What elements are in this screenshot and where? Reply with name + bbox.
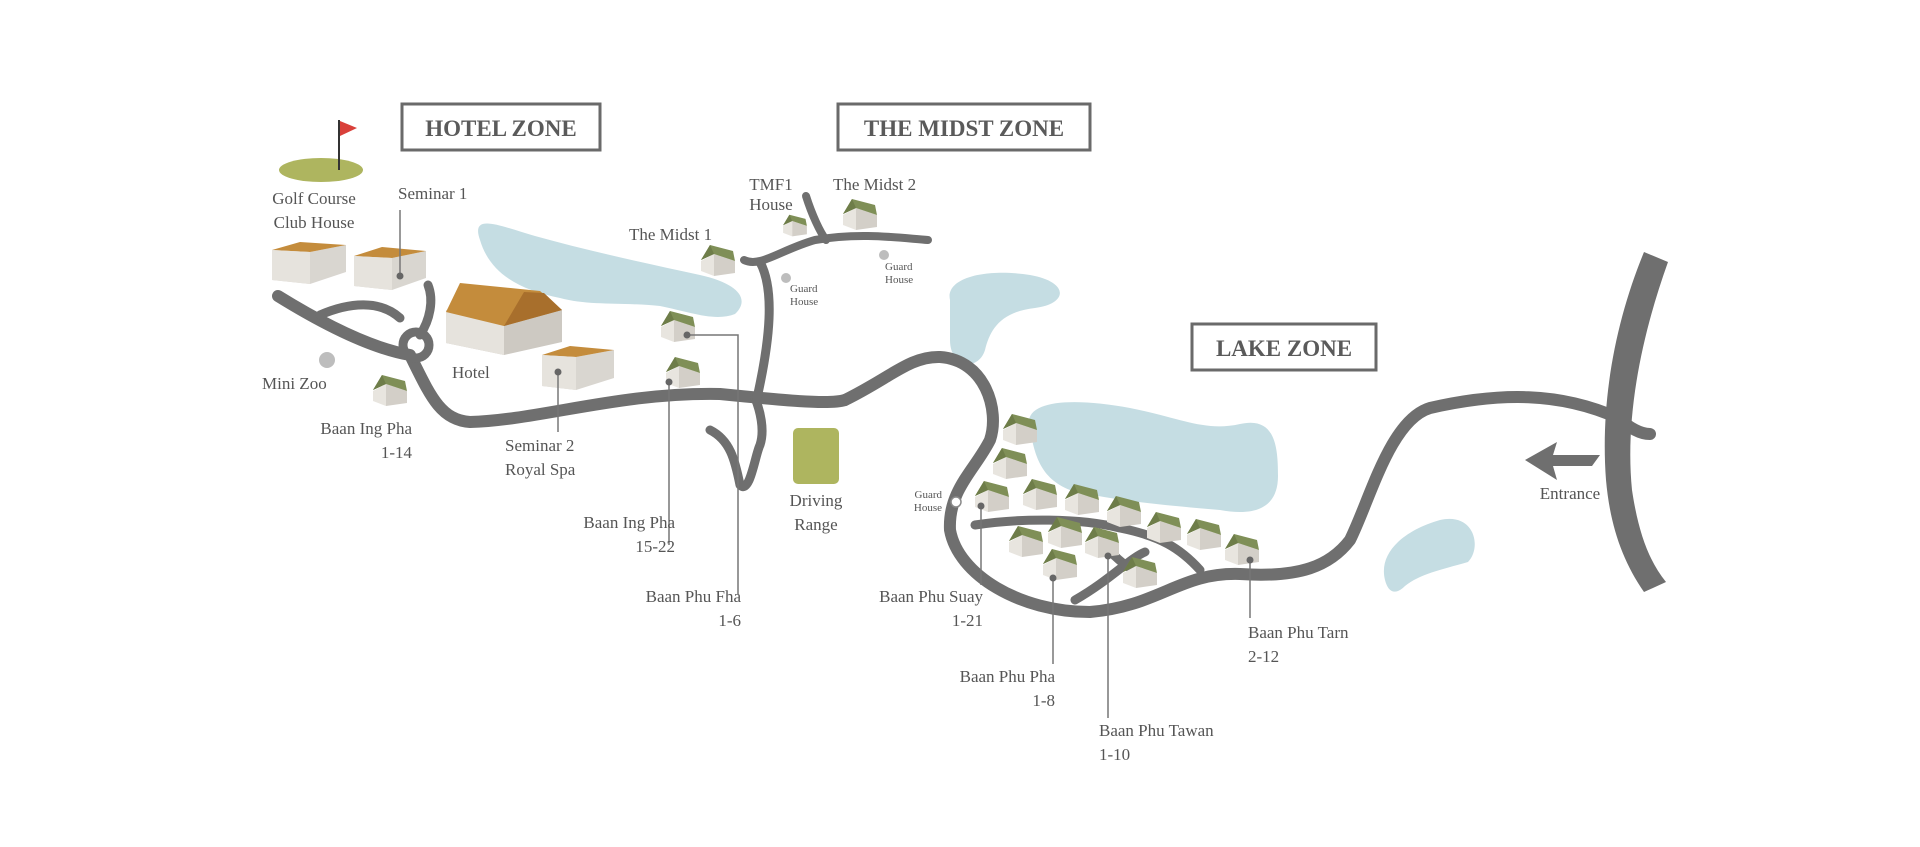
entrance-road [1604, 252, 1668, 592]
label-guard-house-1a: Guard [790, 283, 818, 295]
house-icon [1187, 519, 1221, 550]
label-baan-ing-pha-1-line1: Baan Ing Pha [320, 419, 412, 438]
label-entrance: Entrance [1540, 484, 1600, 503]
label-baan-phu-pha-line1: Baan Phu Pha [960, 667, 1056, 686]
leader-lines [399, 210, 1251, 718]
house-icon [701, 245, 735, 276]
label-driving-range-line2: Range [794, 515, 837, 534]
label-baan-phu-fha-line1: Baan Phu Fha [646, 587, 742, 606]
seminar-1-building [354, 247, 426, 290]
label-the-midst-1: The Midst 1 [629, 225, 712, 244]
zone-hotel: HOTEL ZONE [400, 102, 602, 152]
house-icon [843, 199, 877, 230]
label-baan-ing-pha-1-line2: 1-14 [381, 443, 413, 462]
driving-range-field [793, 428, 839, 484]
golf-flag-icon [279, 120, 363, 182]
seminar-2-building [542, 346, 614, 390]
zone-midst: THE MIDST ZONE [836, 102, 1092, 152]
guard-house-marker [950, 496, 962, 508]
zone-lake: LAKE ZONE [1190, 322, 1378, 372]
hotel-building [446, 283, 562, 355]
label-hotel: Hotel [452, 363, 490, 382]
label-baan-phu-fha-line2: 1-6 [718, 611, 741, 630]
house-icon [783, 214, 807, 237]
pond-entrance [1383, 518, 1475, 592]
label-tmf1: TMF1 [749, 175, 792, 194]
house-icon [373, 375, 407, 406]
label-guard-house-1b: House [790, 296, 818, 308]
house-icon [1147, 512, 1181, 543]
label-mini-zoo: Mini Zoo [262, 374, 327, 393]
label-guard-house-2a: Guard [885, 261, 913, 273]
label-baan-phu-tawan-line2: 1-10 [1099, 745, 1130, 764]
mini-zoo-marker [319, 352, 335, 368]
label-baan-phu-tarn-line1: Baan Phu Tarn [1248, 623, 1349, 642]
label-royal-spa: Royal Spa [505, 460, 576, 479]
pond-midst [949, 272, 1060, 365]
label-driving-range-line1: Driving [790, 491, 843, 510]
label-baan-phu-tawan-line1: Baan Phu Tawan [1099, 721, 1214, 740]
guard-house-marker [781, 273, 791, 283]
house-icon [1009, 526, 1043, 557]
house-icon [661, 311, 695, 342]
golf-club-house-building [272, 242, 346, 284]
label-golf-line2: Club House [274, 213, 355, 232]
label-tmf1-house: House [749, 195, 792, 214]
house-icon [1023, 479, 1057, 510]
label-baan-ing-pha-2-line1: Baan Ing Pha [583, 513, 675, 532]
zone-hotel-label: HOTEL ZONE [425, 116, 576, 141]
leader-dots [396, 272, 1254, 582]
house-icon [1225, 534, 1259, 565]
label-guard-house-2b: House [885, 274, 913, 286]
label-baan-phu-suay-line1: Baan Phu Suay [879, 587, 983, 606]
guard-house-marker [879, 250, 889, 260]
label-baan-phu-suay-line2: 1-21 [952, 611, 983, 630]
entrance-arrow-icon [1525, 442, 1600, 480]
label-baan-phu-pha-line2: 1-8 [1032, 691, 1055, 710]
house-icon [993, 448, 1027, 479]
label-the-midst-2: The Midst 2 [833, 175, 916, 194]
label-seminar-1: Seminar 1 [398, 184, 467, 203]
house-icon [1085, 527, 1119, 558]
zone-lake-label: LAKE ZONE [1216, 336, 1352, 361]
label-guard-house-3b: House [914, 502, 942, 514]
label-seminar-2: Seminar 2 [505, 436, 574, 455]
label-golf-line1: Golf Course [272, 189, 356, 208]
label-baan-ing-pha-2-line2: 15-22 [635, 537, 675, 556]
roundabout [398, 327, 434, 363]
label-guard-house-3a: Guard [915, 489, 943, 501]
house-icon [1043, 549, 1077, 580]
lake-zone-lake [1028, 402, 1278, 513]
label-baan-phu-tarn-line2: 2-12 [1248, 647, 1279, 666]
zone-midst-label: THE MIDST ZONE [864, 116, 1064, 141]
